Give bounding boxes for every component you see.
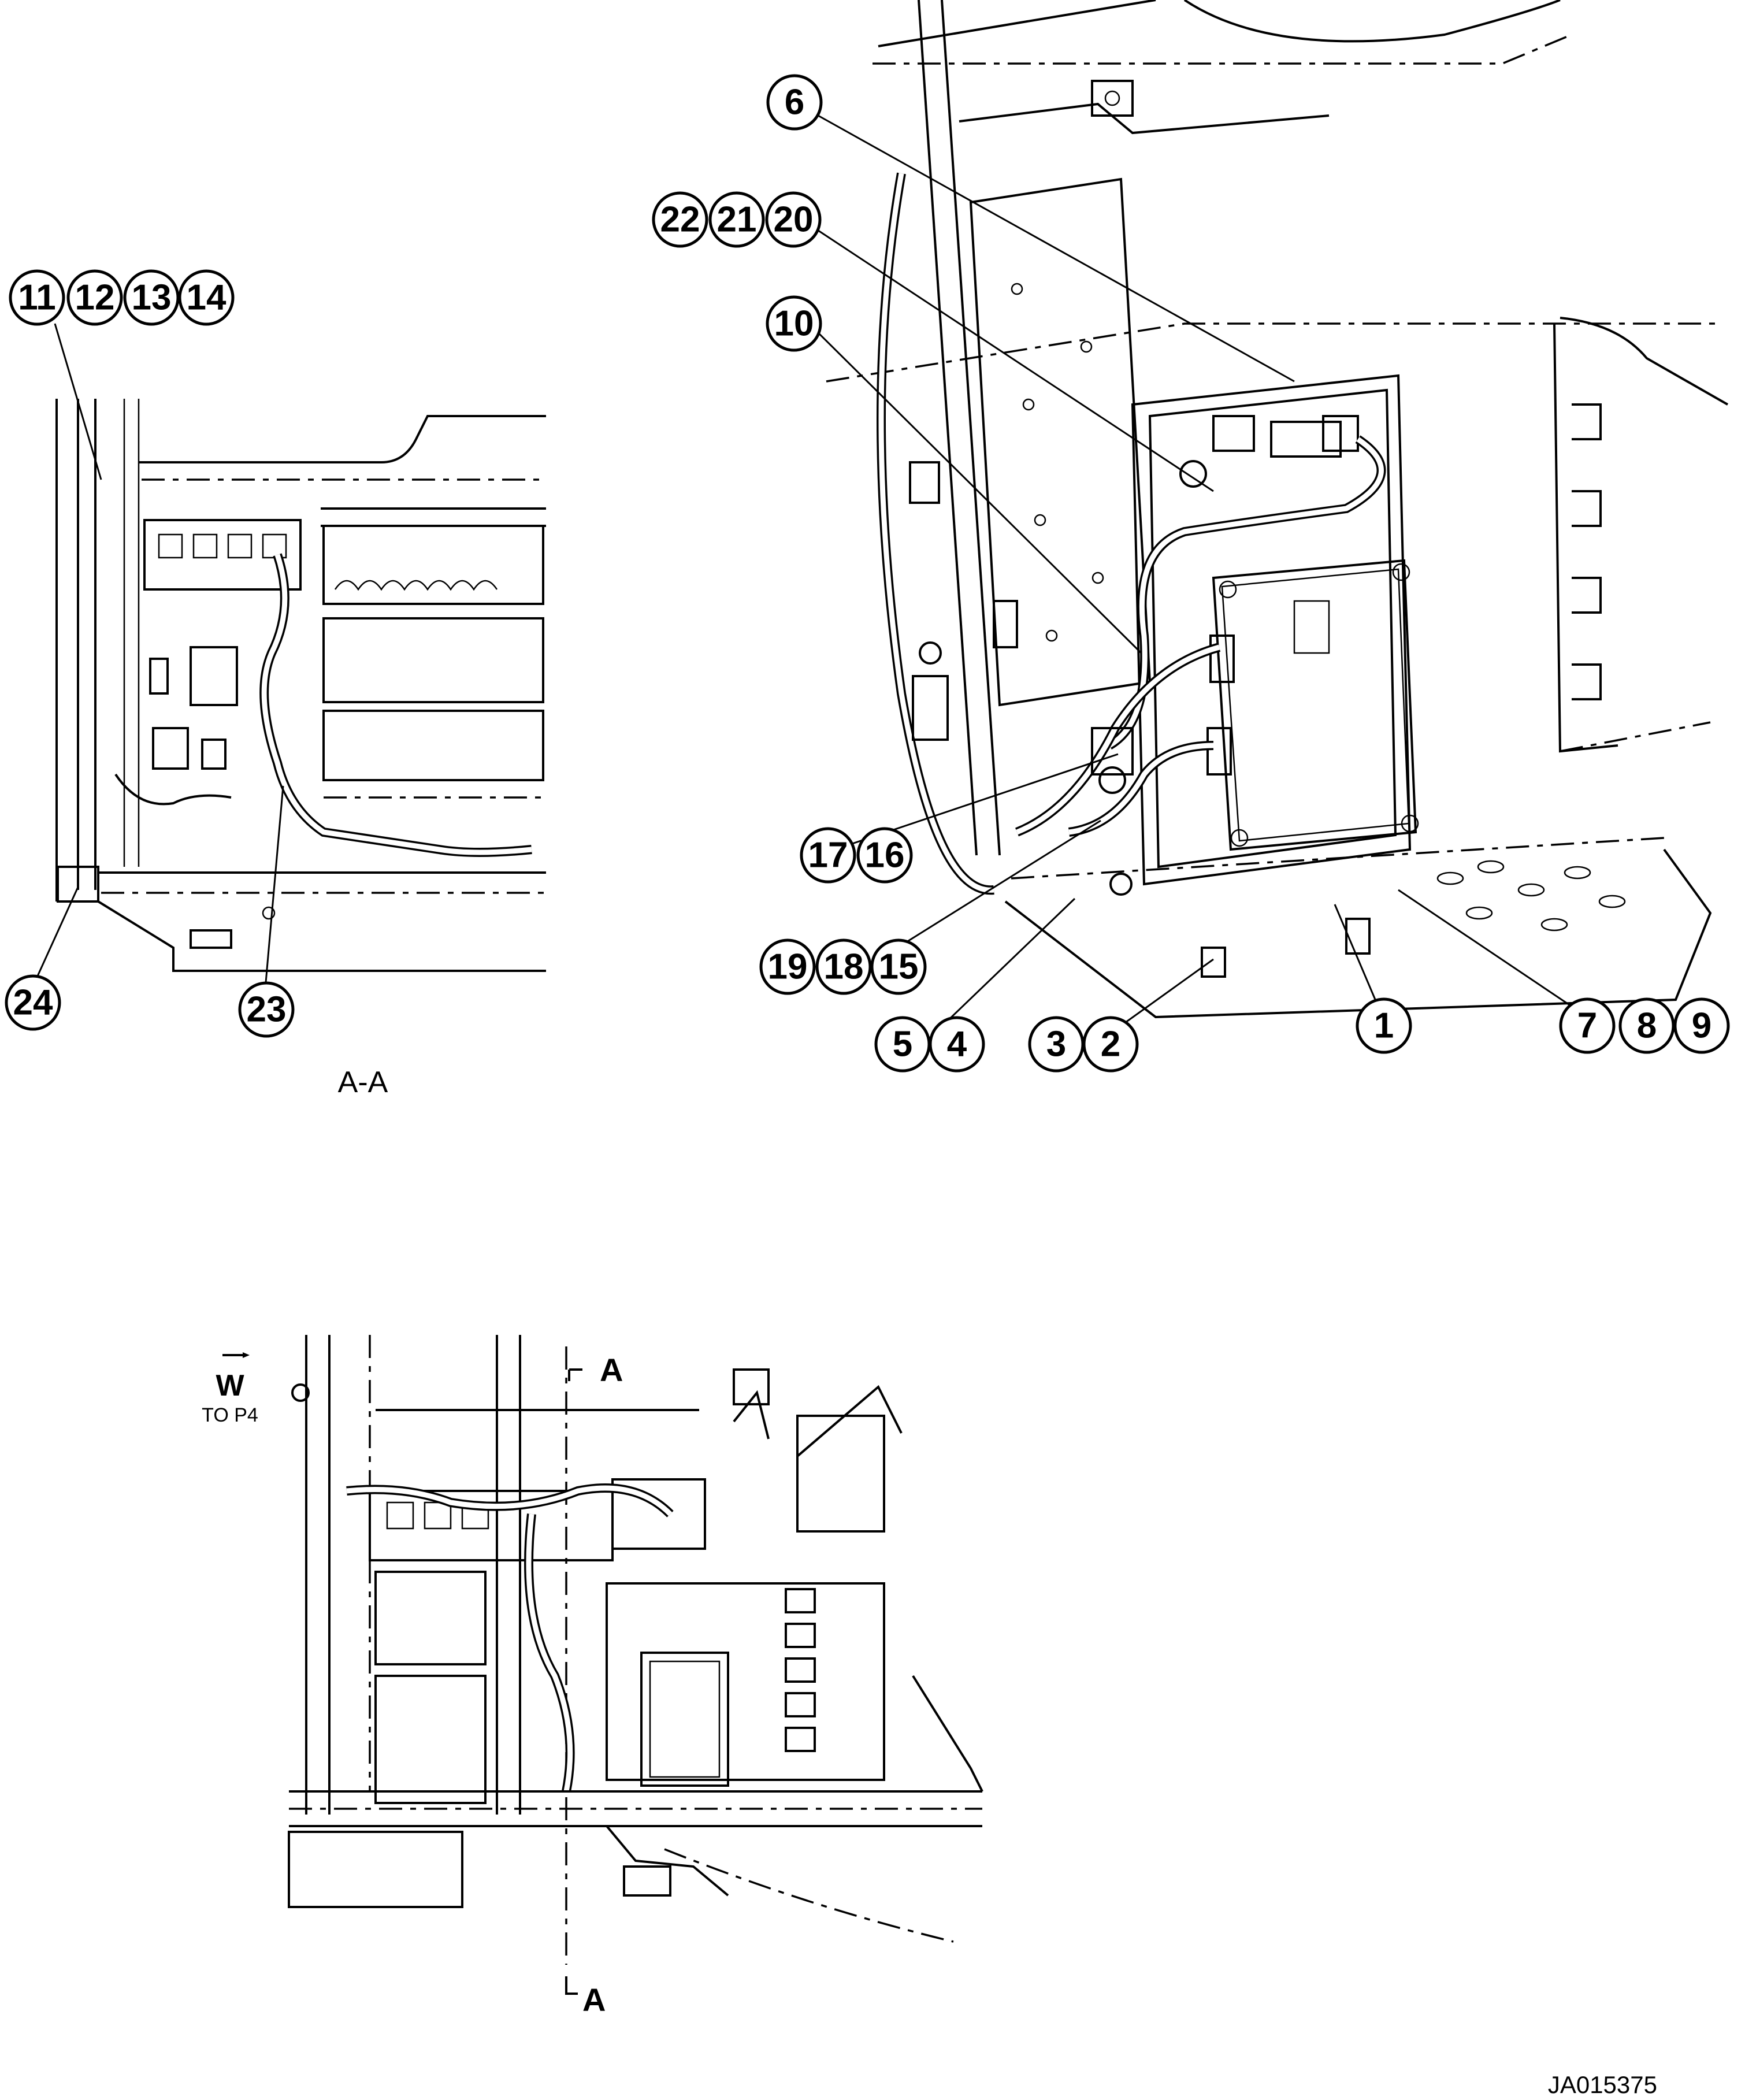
svg-text:6: 6 [785, 83, 804, 123]
callout-21: 21 [708, 191, 765, 248]
callout-24: 24 [5, 974, 61, 1031]
svg-text:4: 4 [947, 1025, 967, 1064]
view-reference: TO P4 [202, 1404, 258, 1426]
svg-text:15: 15 [879, 947, 919, 987]
floor-holes [1436, 860, 1626, 932]
svg-text:16: 16 [865, 836, 905, 875]
svg-text:9: 9 [1692, 1006, 1711, 1046]
connector-row [785, 1588, 816, 1752]
callout-1: 1 [1356, 997, 1412, 1054]
callout-4: 4 [929, 1016, 985, 1073]
view-letter: W [216, 1369, 244, 1403]
callout-18: 18 [815, 938, 872, 995]
ecu-box [1206, 559, 1419, 851]
svg-text:12: 12 [75, 278, 115, 318]
callout-12: 12 [66, 269, 123, 326]
svg-text:21: 21 [717, 200, 757, 240]
section-mark-top: A [600, 1352, 623, 1388]
callout-11: 11 [9, 269, 65, 326]
callout-7: 7 [1559, 997, 1616, 1054]
callout-14: 14 [178, 269, 235, 326]
svg-text:11: 11 [18, 278, 56, 318]
callout-22: 22 [652, 191, 708, 248]
svg-text:7: 7 [1577, 1006, 1597, 1046]
svg-text:20: 20 [774, 200, 814, 240]
svg-text:17: 17 [808, 836, 848, 875]
callout-16: 16 [856, 827, 913, 884]
plate-holes [1011, 283, 1104, 642]
svg-text:19: 19 [768, 947, 808, 987]
callout-8: 8 [1618, 997, 1675, 1054]
callout-9: 9 [1673, 997, 1730, 1054]
plan-view [222, 1335, 983, 1995]
svg-text:5: 5 [893, 1025, 912, 1064]
svg-text:10: 10 [774, 304, 814, 344]
svg-text:23: 23 [247, 990, 287, 1030]
callout-17: 17 [800, 827, 856, 884]
svg-text:3: 3 [1046, 1025, 1066, 1064]
callout-6: 6 [766, 74, 823, 131]
callout-20: 20 [765, 191, 822, 248]
callout-5: 5 [874, 1016, 931, 1073]
section-caption: A-A [338, 1066, 388, 1099]
svg-text:2: 2 [1101, 1025, 1120, 1064]
drawing-code: JA015375 [1548, 2071, 1657, 2098]
svg-text:22: 22 [660, 200, 700, 240]
svg-text:1: 1 [1374, 1006, 1394, 1046]
isometric-view [826, 0, 1728, 1019]
callout-23: 23 [238, 981, 295, 1038]
callout-19: 19 [759, 938, 816, 995]
section-mark-bottom: A [582, 1982, 606, 2018]
callout-10: 10 [766, 295, 822, 352]
callout-2: 2 [1082, 1016, 1139, 1073]
leader-lines [34, 109, 1592, 1041]
svg-text:14: 14 [187, 278, 227, 318]
svg-text:18: 18 [824, 947, 864, 987]
svg-text:24: 24 [13, 983, 53, 1023]
section-view-a-a [55, 399, 546, 972]
callout-3: 3 [1028, 1016, 1085, 1073]
svg-text:13: 13 [132, 278, 172, 318]
svg-text:8: 8 [1637, 1006, 1657, 1046]
callout-15: 15 [870, 938, 927, 995]
callout-13: 13 [123, 269, 180, 326]
